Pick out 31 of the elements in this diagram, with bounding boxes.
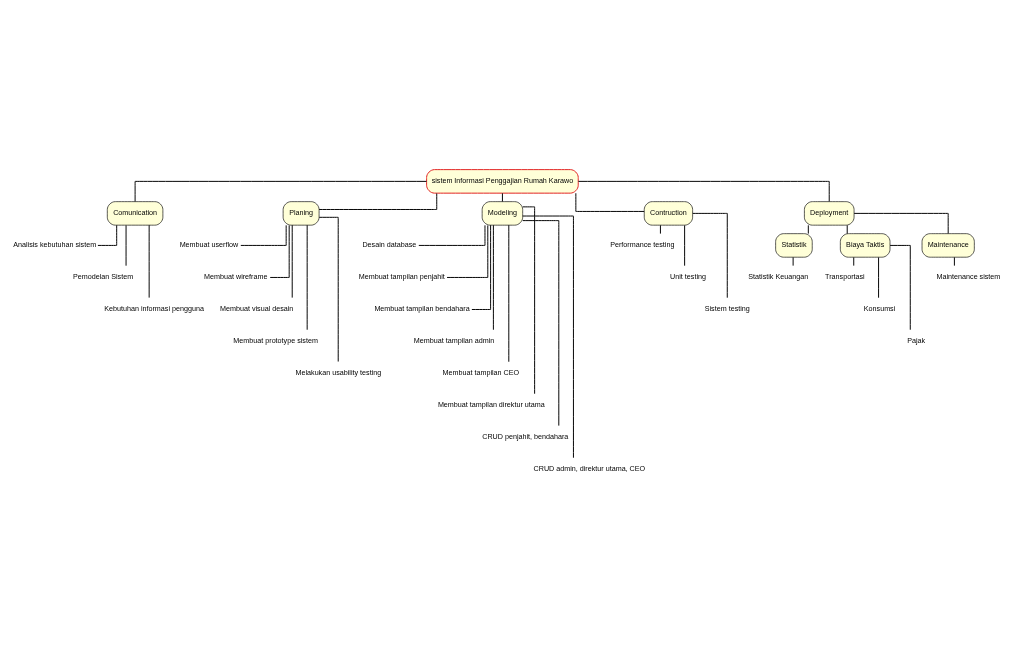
connector [953,256,955,266]
connector [269,224,290,278]
connector [522,215,574,458]
connector [318,192,438,210]
connector [577,180,830,202]
connector [522,219,560,426]
connector [508,224,510,362]
connector [446,224,489,278]
connector [846,224,848,234]
connector [853,212,949,234]
connector [501,192,503,202]
connector [853,256,855,266]
connector [418,224,486,246]
connector [97,224,118,246]
connector [240,224,287,246]
connector [522,205,536,394]
connector [889,244,911,330]
connector [291,224,293,298]
connector [492,224,494,330]
connector [659,224,661,234]
connector [878,256,880,298]
connector [471,224,492,310]
connector [692,212,728,298]
connector [807,224,809,234]
connector [792,256,794,266]
connector [575,192,645,212]
connector [306,224,308,330]
connector [318,216,339,362]
connector [148,224,150,298]
connector [684,224,686,266]
connector [134,180,427,202]
